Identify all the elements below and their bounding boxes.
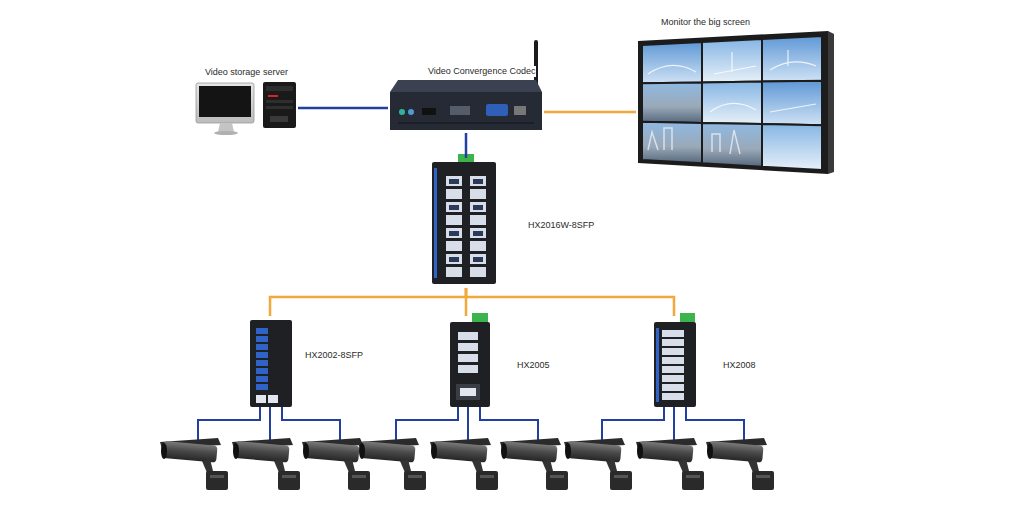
device-node: Video Convergence Codec bbox=[388, 38, 544, 133]
device-node: HX2008 bbox=[650, 316, 760, 410]
network-link bbox=[465, 133, 468, 158]
network-link bbox=[298, 107, 388, 110]
device-node: HX2002-8SFP bbox=[246, 316, 368, 410]
edge-switch-icon bbox=[250, 320, 292, 407]
device-label: HX2002-8SFP bbox=[304, 350, 364, 361]
storage-server-icon bbox=[196, 82, 296, 135]
device-label: Monitor the big screen bbox=[660, 17, 751, 28]
device-label: Video Convergence Codec bbox=[427, 66, 536, 77]
network-link bbox=[544, 111, 636, 114]
device-node: Video storage server bbox=[192, 64, 298, 136]
device-label: HX2016W-8SFP bbox=[527, 220, 595, 231]
network-link bbox=[466, 288, 674, 316]
camera-icon bbox=[160, 438, 774, 490]
video-wall-icon bbox=[638, 31, 834, 174]
network-link bbox=[270, 288, 466, 316]
device-node: HX2005 bbox=[446, 316, 554, 410]
camera-cable bbox=[198, 407, 744, 441]
edge-switch-icon bbox=[450, 313, 490, 407]
core-switch-icon bbox=[432, 154, 496, 284]
device-node: HX2016W-8SFP bbox=[428, 158, 599, 288]
device-node: Monitor the big screen bbox=[636, 12, 832, 174]
device-label: Video storage server bbox=[204, 67, 289, 78]
device-label: HX2005 bbox=[516, 360, 551, 371]
codec-device-icon bbox=[390, 40, 542, 130]
edge-switch-icon bbox=[654, 313, 696, 407]
device-label: HX2008 bbox=[722, 360, 757, 371]
